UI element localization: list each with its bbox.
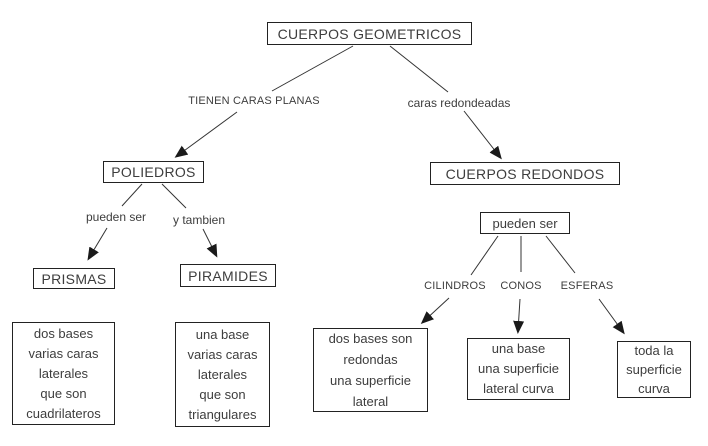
description-prismas: dos bases varias caras laterales que son… (12, 322, 115, 425)
edge-planas-label-to-poliedros (174, 111, 238, 158)
edge-label-tienen-caras-planas: TIENEN CARAS PLANAS (186, 95, 322, 107)
edge-label-y-tambien: y tambien (168, 213, 230, 227)
description-piramides: una base varias caras laterales que son … (175, 322, 270, 427)
description-cilindros: dos bases son redondas una superficie la… (313, 328, 428, 412)
node-pueden-ser: pueden ser (480, 212, 570, 234)
edge-y-tambien-label-to-piramides (202, 228, 218, 258)
edge-label-conos: CONOS (498, 280, 544, 292)
edge-pueden-ser-to-cilindros-label (470, 235, 499, 276)
edge-cilindros-label-to-desc (420, 297, 450, 325)
description-esferas: toda la superficie curva (617, 341, 691, 398)
node-poliedros: POLIEDROS (103, 161, 204, 183)
node-piramides: PIRAMIDES (180, 264, 276, 287)
node-prismas: PRISMAS (33, 268, 115, 289)
edge-esferas-label-to-desc (598, 298, 625, 335)
edge-root-to-planas-label (271, 45, 354, 92)
node-cuerpos-geometricos: CUERPOS GEOMETRICOS (267, 22, 472, 45)
node-cuerpos-redondos: CUERPOS REDONDOS (430, 162, 620, 185)
edge-pueden-ser-label-to-prismas (87, 227, 108, 261)
edge-label-cilindros: CILINDROS (420, 280, 490, 292)
edge-poliedros-to-pueden-ser-label (121, 183, 143, 207)
edge-root-to-redondeadas-label (389, 45, 449, 93)
edge-label-pueden-ser: pueden ser (83, 210, 149, 224)
edge-pueden-ser-to-esferas-label (545, 235, 576, 274)
edge-label-esferas: ESFERAS (560, 280, 614, 292)
edge-redondeadas-label-to-cuerpos-redondos (463, 110, 502, 160)
edge-label-caras-redondeadas: caras redondeadas (404, 96, 514, 110)
description-conos: una base una superficie lateral curva (467, 338, 570, 400)
edge-poliedros-to-y-tambien-label (161, 183, 187, 209)
edge-conos-label-to-desc (513, 298, 525, 334)
